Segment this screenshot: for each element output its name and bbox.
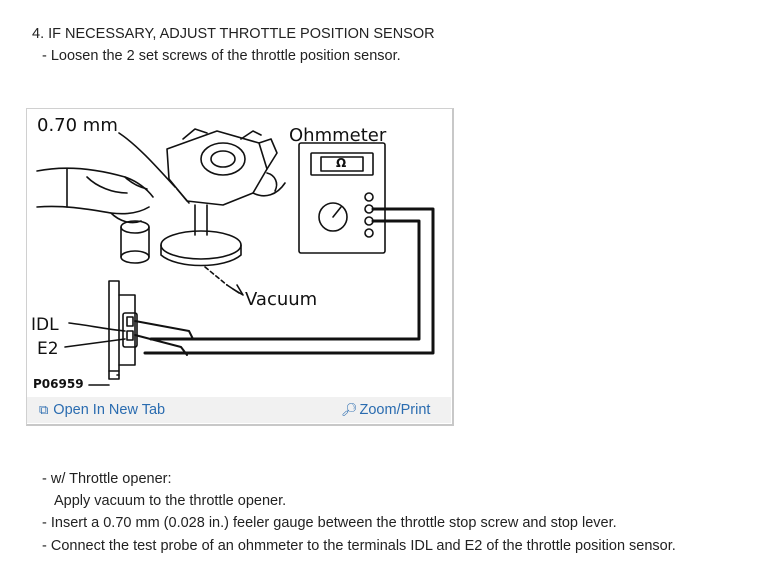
- step-insert-feeler-gauge: - Insert a 0.70 mm (0.028 in.) feeler ga…: [42, 515, 617, 531]
- step-apply-vacuum: Apply vacuum to the throttle opener.: [54, 493, 287, 509]
- tps-adjustment-figure: 0.70 mm Ohmmeter Ω Vacuum IDL E2 P06959 …: [26, 108, 454, 426]
- open-new-tab-icon: ⧉: [39, 402, 49, 417]
- ohm-symbol: Ω: [336, 156, 347, 170]
- step-connect-ohmmeter: - Connect the test probe of an ohmmeter …: [42, 538, 676, 554]
- ohmmeter-label: Ohmmeter: [289, 125, 387, 146]
- idl-terminal-label: IDL: [31, 315, 59, 335]
- figure-toolbar: ⧉ Open In New Tab 🔎︎Zoom/Print: [27, 397, 451, 423]
- step-heading: 4. IF NECESSARY, ADJUST THROTTLE POSITIO…: [32, 26, 435, 42]
- zoom-print-label: Zoom/Print: [359, 402, 431, 418]
- vacuum-label: Vacuum: [245, 289, 318, 310]
- zoom-print-link[interactable]: 🔎︎Zoom/Print: [341, 402, 430, 418]
- e2-terminal-label: E2: [37, 339, 59, 359]
- magnifier-icon: 🔎︎: [341, 402, 358, 417]
- open-in-new-tab-label: Open In New Tab: [53, 402, 166, 418]
- tps-diagram-drawing: [36, 128, 435, 386]
- step-loosen-screws: - Loosen the 2 set screws of the throttl…: [42, 48, 401, 64]
- feeler-gauge-label: 0.70 mm: [37, 115, 118, 136]
- step-throttle-opener: - w/ Throttle opener:: [42, 471, 172, 487]
- figure-code-label: P06959: [33, 377, 84, 391]
- open-in-new-tab-link[interactable]: ⧉ Open In New Tab: [39, 402, 165, 418]
